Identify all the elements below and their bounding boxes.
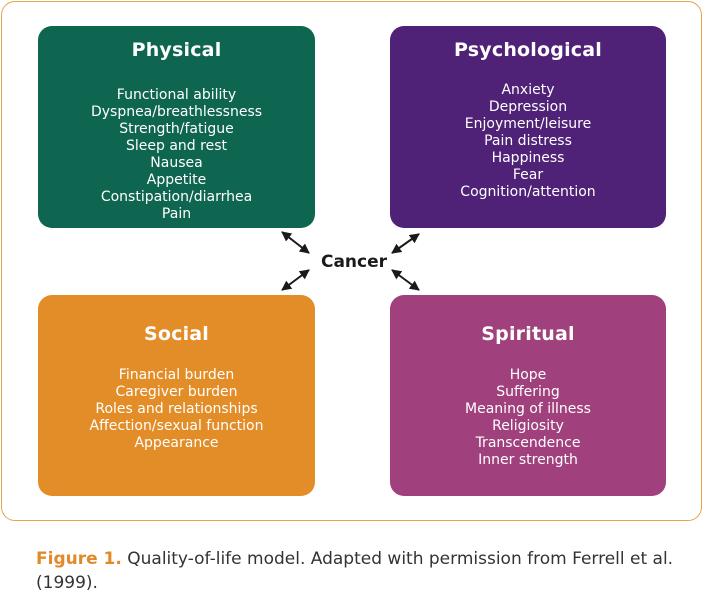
figure-caption: Figure 1. Quality-of-life model. Adapted…: [36, 547, 686, 595]
physical-title: Physical: [131, 39, 222, 61]
psychological-title: Psychological: [453, 39, 602, 61]
list-item: Caregiver burden: [115, 384, 238, 400]
list-item: Anxiety: [501, 82, 555, 98]
list-item: Meaning of illness: [465, 401, 591, 417]
arrow-psychological-cancer: [391, 233, 420, 254]
list-item: Affection/sexual function: [89, 418, 264, 434]
list-item: Cognition/attention: [460, 184, 596, 200]
list-item: Inner strength: [478, 452, 578, 468]
cancer-label: Cancer: [320, 252, 388, 272]
spiritual-title: Spiritual: [481, 323, 575, 345]
list-item: Transcendence: [475, 435, 581, 451]
arrow-physical-cancer: [281, 231, 310, 254]
list-item: Happiness: [491, 150, 565, 166]
list-item: Appetite: [146, 172, 207, 188]
list-item: Pain distress: [484, 133, 572, 149]
list-item: Depression: [488, 99, 568, 115]
list-item: Financial burden: [118, 367, 235, 383]
list-item: Appearance: [134, 435, 219, 451]
list-item: Hope: [509, 367, 547, 383]
list-item: Suffering: [496, 384, 560, 400]
list-item: Pain: [161, 206, 192, 222]
list-item: Functional ability: [116, 87, 237, 103]
list-item: Roles and relationships: [95, 401, 258, 417]
list-item: Dyspnea/breathlessness: [90, 104, 263, 120]
caption-text: Quality-of-life model. Adapted with perm…: [36, 549, 674, 593]
diagram-frame: [1, 1, 702, 521]
arrow-spiritual-cancer: [391, 269, 420, 291]
list-item: Religiosity: [492, 418, 564, 434]
figure-label: Figure 1.: [36, 549, 122, 569]
list-item: Nausea: [150, 155, 203, 171]
arrow-social-cancer: [281, 269, 310, 291]
list-item: Strength/fatigue: [119, 121, 234, 137]
list-item: Constipation/diarrhea: [100, 189, 253, 205]
list-item: Fear: [512, 167, 544, 183]
list-item: Enjoyment/leisure: [464, 116, 592, 132]
social-title: Social: [143, 323, 210, 345]
list-item: Sleep and rest: [126, 138, 227, 154]
